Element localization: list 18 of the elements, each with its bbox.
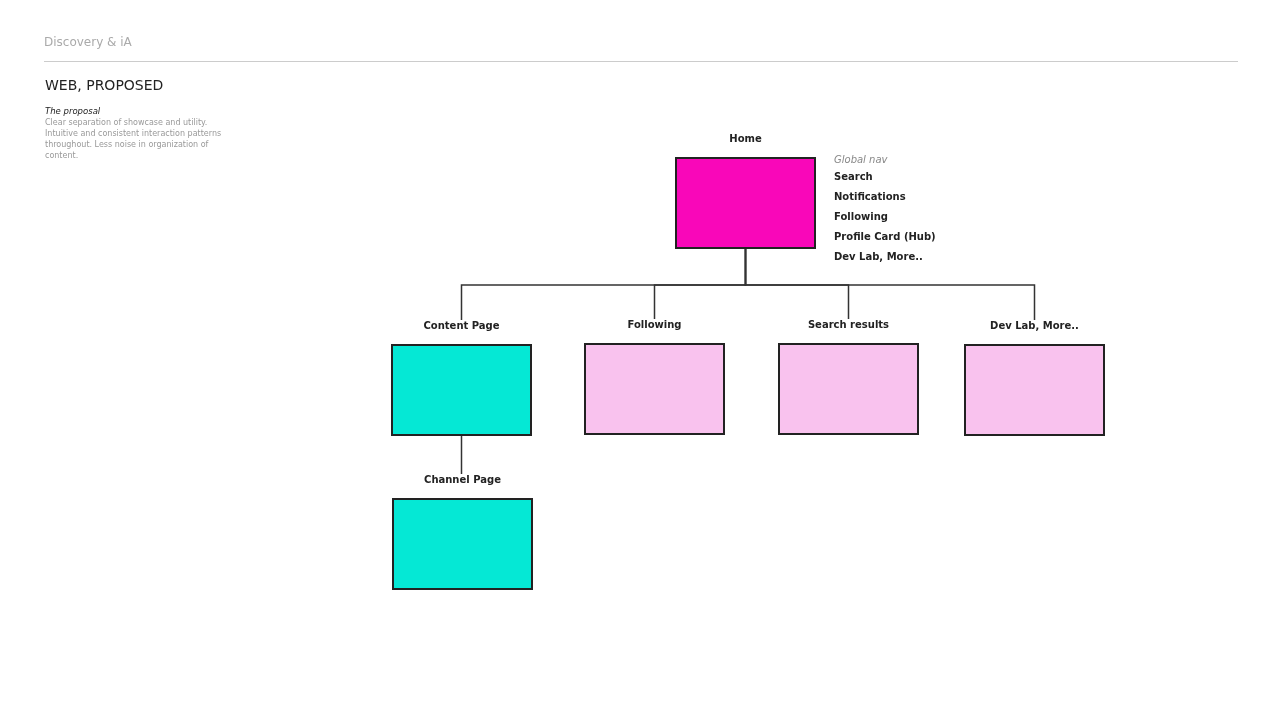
- page-heading: Search results: [806, 319, 891, 330]
- list-item: Following: [834, 211, 889, 224]
- list-item: Notifications: [834, 191, 907, 204]
- description-text: Clear separation of showcase and utility. Intuitive and consistent interaction patterns throughout. Less noise in organization of content.: [45, 117, 223, 161]
- page-heading: Channel Page: [423, 474, 502, 485]
- subheading: The proposal: [45, 106, 101, 116]
- list-item: Profile Card (Hub): [834, 231, 936, 244]
- page-title: WEB, PROPOSED: [45, 77, 164, 93]
- section-label: Discovery & iA: [44, 35, 132, 49]
- connector-line: [460, 435, 463, 475]
- page-heading: Dev Lab, More..: [989, 320, 1080, 331]
- page-heading: Content Page: [422, 320, 501, 331]
- list-heading: Global nav: [834, 154, 889, 167]
- page-heading: Home: [728, 133, 763, 144]
- connector-line: [744, 248, 1036, 321]
- list-item: Dev Lab, More..: [834, 251, 924, 264]
- list-item: Search: [834, 171, 874, 184]
- page-heading: Following: [626, 319, 683, 330]
